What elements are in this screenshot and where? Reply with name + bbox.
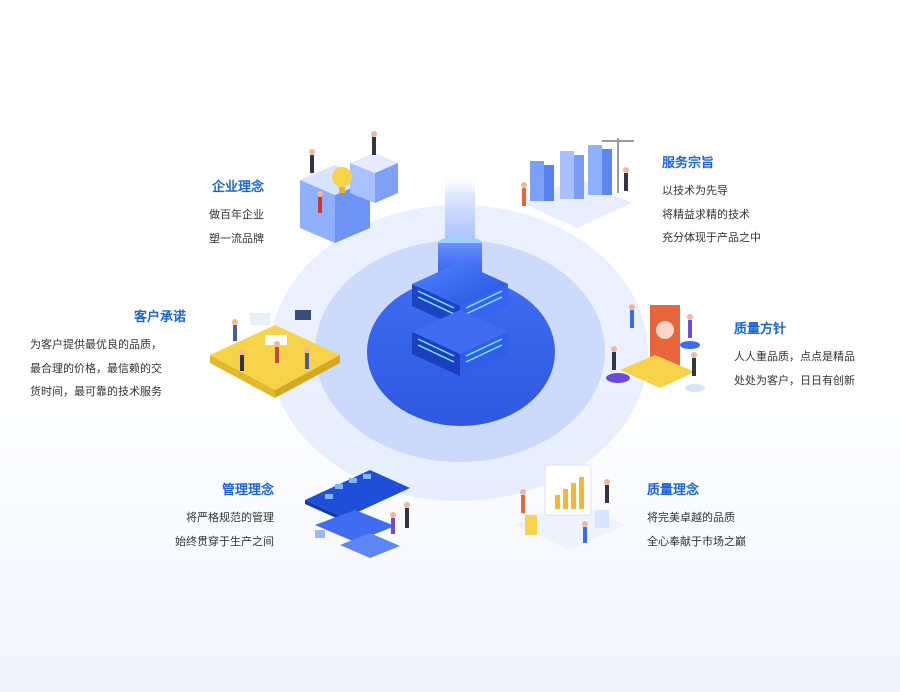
service-purpose-title: 服务宗旨	[662, 156, 715, 171]
enterprise-philosophy-block: 企业理念 做百年企业 塑一流品牌	[180, 179, 264, 250]
server-hub-illustration	[412, 172, 508, 376]
service-purpose-line-1: 以技术为先导	[662, 184, 728, 197]
enterprise-illustration	[300, 131, 398, 243]
customer-illustration	[210, 310, 340, 398]
service-illustration	[521, 138, 634, 228]
quality-policy-block: 质量方针 人人重品质，点点是精品 处处为客户，日日有创新	[734, 321, 884, 392]
management-philosophy-line-2: 始终贯穿于生产之间	[175, 534, 274, 548]
quality-concept-illustration	[515, 464, 625, 550]
service-purpose-line-2: 将精益求精的技术	[662, 207, 750, 221]
quality-policy-line-2: 处处为客户，日日有创新	[734, 373, 855, 387]
quality-concept-title: 质量理念	[647, 483, 700, 498]
light-beam	[445, 172, 475, 242]
enterprise-philosophy-line-1: 做百年企业	[209, 208, 264, 221]
customer-commitment-block: 客户承诺 为客户提供最优良的品质， 最合理的价格，最信赖的交 货时间，最可靠的技…	[30, 309, 186, 404]
management-philosophy-block: 管理理念 将严格规范的管理 始终贯穿于生产之间	[150, 482, 274, 553]
enterprise-philosophy-title: 企业理念	[211, 180, 264, 195]
quality-policy-line-1: 人人重品质，点点是精品	[734, 350, 855, 363]
enterprise-philosophy-line-2: 塑一流品牌	[209, 231, 264, 245]
service-purpose-line-3: 充分体现于产品之中	[662, 231, 761, 244]
management-philosophy-line-1: 将严格规范的管理	[186, 511, 274, 524]
customer-commitment-line-2: 最合理的价格，最信赖的交	[30, 361, 162, 375]
quality-concept-line-2: 全心奉献于市场之巅	[647, 534, 746, 548]
customer-commitment-title: 客户承诺	[133, 310, 186, 325]
customer-commitment-line-1: 为客户提供最优良的品质，	[30, 338, 162, 351]
quality-concept-block: 质量理念 将完美卓越的品质 全心奉献于市场之巅	[647, 482, 787, 553]
management-philosophy-title: 管理理念	[221, 483, 274, 498]
management-illustration	[305, 470, 410, 558]
quality-policy-illustration	[606, 304, 705, 392]
quality-concept-line-1: 将完美卓越的品质	[647, 511, 735, 524]
service-purpose-block: 服务宗旨 以技术为先导 将精益求精的技术 充分体现于产品之中	[662, 155, 812, 250]
quality-policy-title: 质量方针	[734, 322, 787, 337]
customer-commitment-line-3: 货时间，最可靠的技术服务	[30, 385, 162, 398]
